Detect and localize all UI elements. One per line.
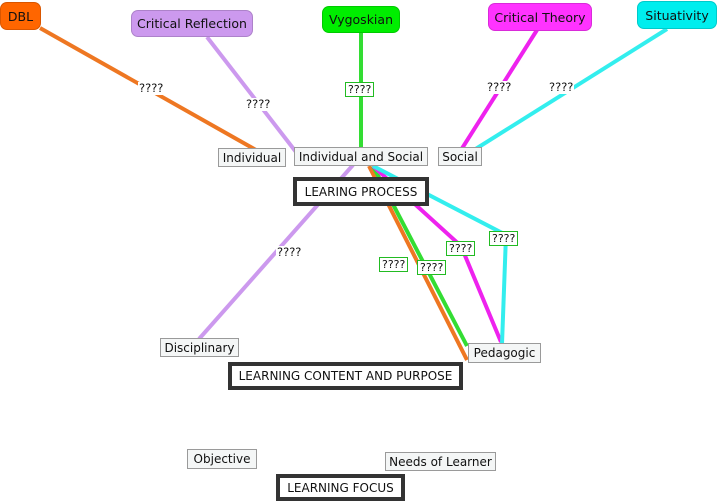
link-label-disciplinary: ???? bbox=[276, 245, 303, 259]
concept-node-pedagogic[interactable]: Pedagogic bbox=[468, 343, 541, 363]
link-label-pedagogic-magenta: ???? bbox=[446, 241, 476, 256]
concept-node-needs-of-learner[interactable]: Needs of Learner bbox=[385, 452, 496, 471]
concept-node-individual[interactable]: Individual bbox=[218, 148, 286, 167]
link-label-pedagogic-green: ???? bbox=[417, 260, 447, 275]
concept-node-disciplinary[interactable]: Disciplinary bbox=[160, 338, 239, 357]
theory-node-critical-theory[interactable]: Critical Theory bbox=[488, 3, 592, 31]
theory-node-critical-reflection[interactable]: Critical Reflection bbox=[131, 10, 253, 37]
link-label-critical-theory: ???? bbox=[486, 80, 513, 94]
link-label-pedagogic-cyan: ???? bbox=[489, 231, 519, 246]
link-label-dbl: ???? bbox=[138, 81, 165, 95]
theory-node-situativity[interactable]: Situativity bbox=[637, 1, 717, 29]
link-label-pedagogic-orange: ???? bbox=[379, 257, 409, 272]
category-node-learning-focus[interactable]: LEARNING FOCUS bbox=[276, 474, 405, 501]
concept-node-objective[interactable]: Objective bbox=[187, 449, 257, 469]
link-label-vygoskian: ???? bbox=[345, 82, 375, 97]
theory-node-vygoskian[interactable]: Vygoskian bbox=[322, 6, 400, 33]
edge-critical-reflection-individual-social bbox=[205, 35, 298, 154]
link-label-situativity: ???? bbox=[548, 80, 575, 94]
concept-node-individual-and-social[interactable]: Individual and Social bbox=[294, 147, 428, 166]
link-label-critical-reflection: ???? bbox=[245, 97, 272, 111]
category-node-learning-content[interactable]: LEARNING CONTENT AND PURPOSE bbox=[228, 362, 463, 390]
category-node-learning-process[interactable]: LEARING PROCESS bbox=[293, 177, 429, 206]
theory-node-dbl[interactable]: DBL bbox=[0, 2, 41, 30]
concept-node-social[interactable]: Social bbox=[438, 147, 482, 166]
